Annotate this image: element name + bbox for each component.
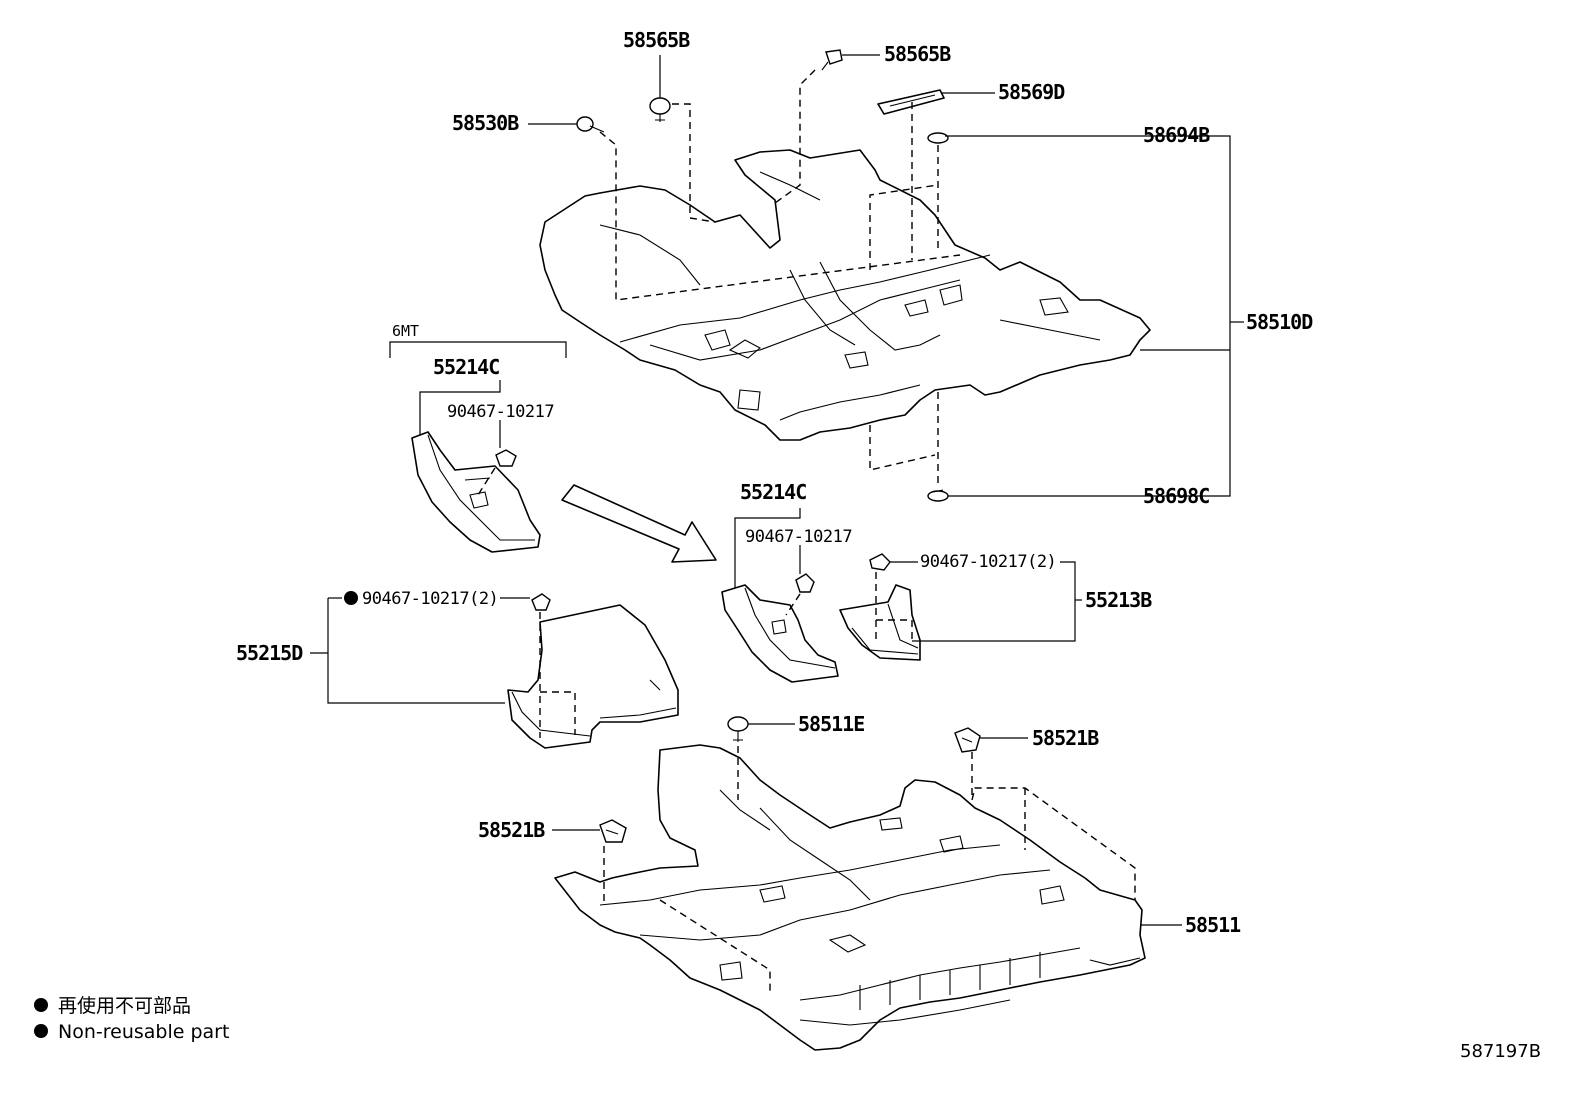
- leaders-top: [528, 54, 995, 125]
- label-55213B: 55213B: [1085, 588, 1152, 612]
- label-55214C-mid: 55214C: [740, 480, 806, 504]
- bolt-58530B[interactable]: [576, 116, 605, 133]
- label-58521B-left: 58521B: [478, 818, 545, 842]
- grommet-58698C[interactable]: [927, 489, 949, 502]
- label-90467-left2: 90467-10217(2): [362, 589, 498, 609]
- label-55215D: 55215D: [236, 641, 303, 665]
- clip-58511E[interactable]: [727, 716, 749, 742]
- clip-58565B-top[interactable]: [649, 97, 671, 122]
- label-55214C-left: 55214C: [433, 355, 499, 379]
- pad-55213B[interactable]: [839, 584, 921, 661]
- floor-carpet-lower[interactable]: [554, 744, 1146, 1051]
- bracket-58510D: [945, 135, 1244, 497]
- dashed-guides-top: [599, 69, 961, 486]
- label-90467-mid: 90467-10217: [745, 527, 852, 547]
- label-58511: 58511: [1185, 913, 1241, 937]
- retainer-58569D[interactable]: [877, 89, 945, 115]
- clip-90467-left2[interactable]: [531, 593, 551, 611]
- pad-55214C-mid[interactable]: [721, 584, 839, 683]
- dashed-guides-lower: [603, 746, 1136, 995]
- label-90467-left: 90467-10217: [447, 402, 554, 422]
- label-58698C: 58698C: [1143, 484, 1209, 508]
- legend-bullet-2: [34, 1024, 48, 1038]
- leaders-lower: [552, 723, 1182, 926]
- bracket-6mt: [389, 341, 567, 358]
- pad-55214C-left[interactable]: [411, 431, 541, 553]
- clip-90467-left[interactable]: [495, 449, 517, 467]
- leaders-55215D: [310, 597, 576, 738]
- leaders-mid: [734, 508, 801, 616]
- label-90467-right2: 90467-10217(2): [920, 552, 1056, 572]
- floor-carpet-upper[interactable]: [539, 149, 1151, 441]
- direction-arrow: [561, 484, 717, 563]
- legend-bullet-1: [34, 998, 48, 1012]
- legend-line-2: Non-reusable part: [58, 1021, 229, 1043]
- label-58569D: 58569D: [998, 80, 1065, 104]
- clip-58521B-left[interactable]: [599, 819, 627, 843]
- label-58521B-right: 58521B: [1032, 726, 1099, 750]
- label-6mt: 6MT: [392, 322, 419, 340]
- pad-55215D[interactable]: [507, 604, 679, 749]
- clip-58565B-right[interactable]: [821, 49, 843, 71]
- clip-90467-right[interactable]: [869, 553, 891, 571]
- label-58510D: 58510D: [1246, 310, 1313, 334]
- non-reusable-marker: [344, 591, 358, 605]
- label-58511E: 58511E: [798, 712, 864, 736]
- clip-90467-mid[interactable]: [795, 573, 815, 593]
- legend-line-1: 再使用不可部品: [58, 995, 191, 1017]
- label-58565B-top: 58565B: [623, 28, 690, 52]
- label-58694B: 58694B: [1143, 123, 1210, 147]
- leaders-55213B: [875, 561, 1082, 642]
- label-58565B-right: 58565B: [884, 42, 951, 66]
- leaders-6mt: [419, 380, 501, 496]
- legend: 再使用不可部品 Non-reusable part: [34, 995, 229, 1043]
- grommet-58694B[interactable]: [927, 132, 949, 144]
- clip-58521B-right[interactable]: [954, 727, 981, 753]
- label-58530B: 58530B: [452, 111, 519, 135]
- figure-code: 587197B: [1460, 1041, 1541, 1062]
